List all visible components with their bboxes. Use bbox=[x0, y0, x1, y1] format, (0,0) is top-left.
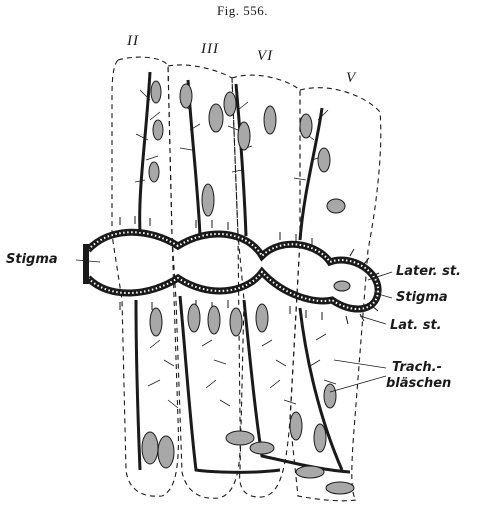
segment-label-II: II bbox=[127, 33, 139, 50]
callout-trach-line2: bläschen bbox=[386, 376, 451, 391]
segment-label-V: V bbox=[346, 70, 356, 87]
callout-stigma-right: Stigma bbox=[396, 290, 448, 305]
segment-outline-V bbox=[290, 88, 381, 501]
callout-stigma-left: Stigma bbox=[6, 252, 58, 267]
segment-label-VI: VI bbox=[257, 48, 273, 65]
callout-later-st: Later. st. bbox=[396, 264, 461, 279]
figure-title: Fig. 556. bbox=[0, 3, 485, 19]
callout-trach-line1: Trach.- bbox=[392, 360, 442, 375]
longitudinal-trunk bbox=[86, 232, 378, 309]
callout-lat-st: Lat. st. bbox=[390, 318, 442, 333]
segment-label-III: III bbox=[201, 41, 219, 58]
